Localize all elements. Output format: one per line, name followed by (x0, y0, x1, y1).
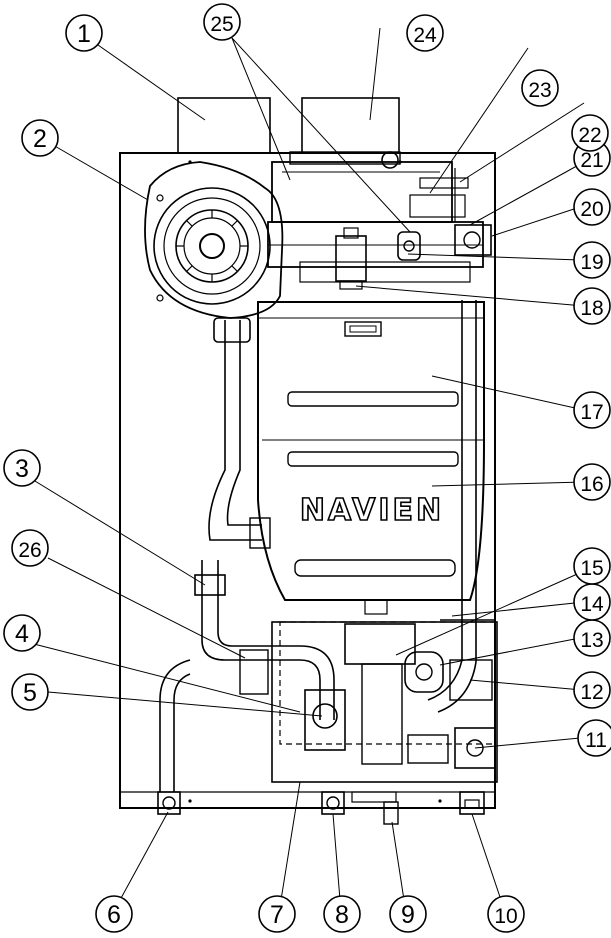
svg-text:12: 12 (580, 681, 603, 704)
callout-17: 17 (573, 391, 611, 429)
callout-5: 5 (11, 673, 49, 711)
water-section (271, 619, 498, 783)
svg-text:23: 23 (528, 79, 551, 102)
callout-2: 2 (21, 119, 59, 157)
callout-19: 19 (573, 241, 611, 279)
callout-23: 23 (521, 69, 559, 107)
callout-10: 10 (487, 895, 525, 933)
svg-text:26: 26 (18, 539, 41, 562)
callout-3: 3 (3, 449, 41, 487)
callout-8: 8 (323, 895, 361, 933)
svg-text:14: 14 (580, 593, 604, 616)
blower-fan (144, 161, 284, 319)
callout-24: 24 (406, 14, 444, 52)
svg-text:19: 19 (580, 251, 603, 274)
svg-text:8: 8 (335, 901, 349, 929)
callout-26: 26 (11, 529, 49, 567)
svg-text:25: 25 (210, 13, 233, 36)
svg-text:17: 17 (580, 401, 603, 424)
svg-text:3: 3 (15, 455, 29, 483)
svg-text:15: 15 (580, 557, 603, 580)
callout-11: 11 (577, 719, 611, 757)
svg-text:10: 10 (494, 905, 517, 928)
svg-text:6: 6 (107, 901, 121, 929)
svg-text:4: 4 (15, 620, 29, 648)
outlet-sensor-block (454, 224, 492, 256)
svg-text:21: 21 (580, 149, 603, 172)
svg-text:18: 18 (580, 297, 603, 320)
svg-text:1: 1 (77, 20, 91, 48)
callout-18: 18 (573, 287, 611, 325)
svg-text:22: 22 (578, 124, 601, 147)
callout-14: 14 (573, 583, 611, 621)
svg-text:5: 5 (23, 679, 37, 707)
leader-lines (29, 27, 585, 901)
svg-text:11: 11 (585, 729, 607, 752)
svg-text:16: 16 (580, 473, 603, 496)
callout-1: 1 (65, 14, 103, 52)
heat-exchanger: NAVIEN (257, 301, 485, 615)
svg-text:20: 20 (580, 198, 603, 221)
piping (159, 300, 477, 792)
svg-text:24: 24 (413, 24, 437, 47)
svg-text:9: 9 (401, 901, 415, 929)
vent-connectors (177, 97, 400, 154)
ignition-components (335, 227, 421, 290)
callout-12: 12 (573, 671, 611, 709)
callout-20: 20 (573, 188, 611, 226)
callout-16: 16 (573, 463, 611, 501)
svg-text:7: 7 (270, 901, 284, 929)
callout-9: 9 (389, 895, 427, 933)
callout-15: 15 (573, 547, 611, 585)
svg-text:2: 2 (33, 125, 47, 153)
callout-7: 7 (258, 895, 296, 933)
svg-text:13: 13 (580, 629, 603, 652)
callout-6: 6 (95, 895, 133, 933)
callout-13: 13 (573, 619, 611, 657)
callout-25: 25 (203, 3, 241, 41)
burner-housing (267, 151, 484, 283)
brand-label: NAVIEN (300, 493, 444, 528)
callout-4: 4 (3, 614, 41, 652)
callout-22: 22 (571, 114, 609, 152)
